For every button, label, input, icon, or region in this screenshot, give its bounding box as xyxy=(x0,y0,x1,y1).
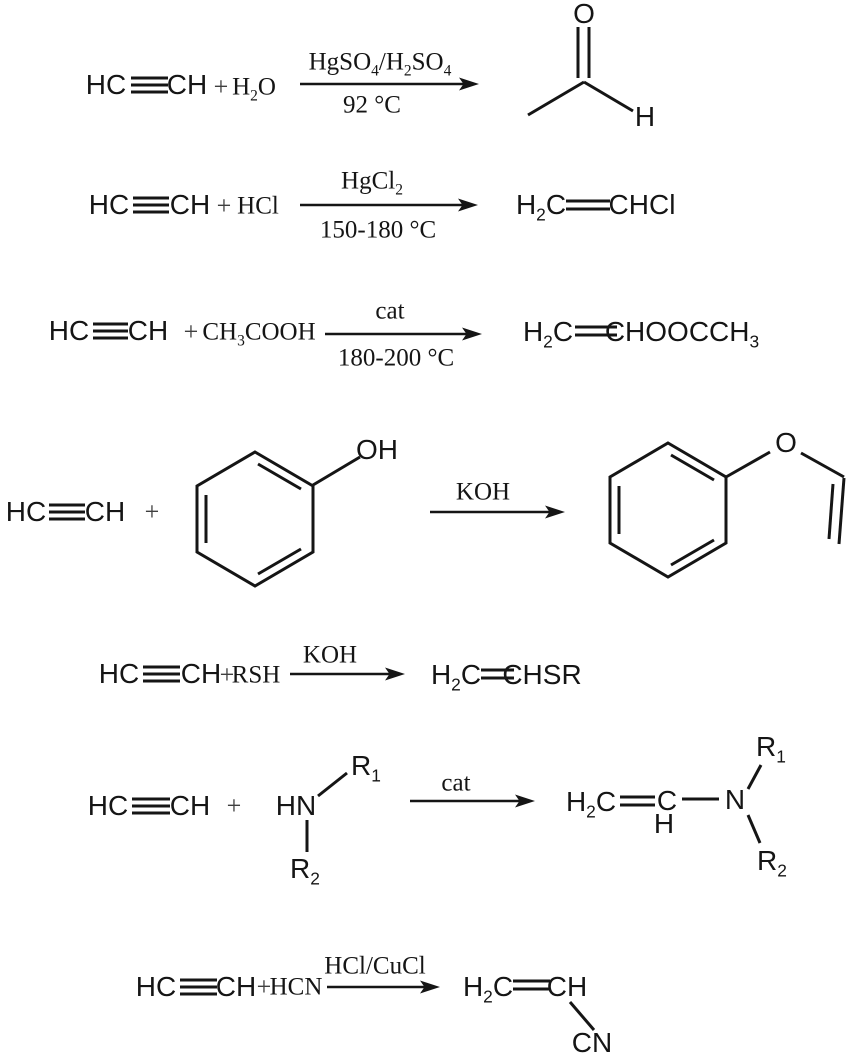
r4-product-ring-icon xyxy=(608,441,728,579)
r1-acetaldehyde-skeleton xyxy=(527,27,634,117)
r6-amine-bonds xyxy=(305,771,348,852)
r6-acetylene-left: HC xyxy=(87,790,129,821)
r6-reaction-arrow-icon xyxy=(410,794,535,808)
r7-acetylene-left: HC xyxy=(135,971,177,1002)
r6-product-n-label: N xyxy=(724,784,746,815)
r5-coreactant: RSH xyxy=(231,661,281,689)
r7-product-cn-label: CN xyxy=(571,1027,613,1057)
r4-acetylene-right: CH xyxy=(84,496,126,527)
r7-triple-bond-icon xyxy=(180,978,217,996)
r2-reaction-arrow-icon xyxy=(300,198,478,212)
r7-reaction-arrow-icon xyxy=(327,980,440,994)
r2-condition-above: HgCl2 xyxy=(341,167,403,199)
r6-triple-bond-icon xyxy=(132,797,170,815)
r1-coreactant: H2O xyxy=(232,73,276,105)
r4-reaction-arrow-icon xyxy=(430,505,565,519)
r4-vinyl-ether-bonds xyxy=(725,450,846,545)
r3-acetylene-left: HC xyxy=(48,315,90,346)
r1-acetylene-left: HC xyxy=(85,69,127,100)
r7-coreactant: HCN xyxy=(269,973,323,1001)
r2-triple-bond-icon xyxy=(133,196,169,214)
r4-plus-sign: + xyxy=(144,497,160,526)
r7-double-bond-icon xyxy=(513,979,550,991)
r6-amine-r2-label: R2 xyxy=(290,853,320,889)
r3-reaction-arrow-icon xyxy=(325,327,482,341)
r5-product-left: H2C xyxy=(430,659,482,695)
r7-condition-above: HCl/CuCl xyxy=(324,952,426,980)
r3-plus-sign: + xyxy=(183,317,199,346)
r1-product-oxygen-label: O xyxy=(573,0,595,29)
r6-amine-hn-label: HN xyxy=(275,790,317,821)
r5-acetylene-right: CH xyxy=(180,658,222,689)
r1-acetylene-right: CH xyxy=(166,69,208,100)
r3-double-bond-icon xyxy=(575,325,617,337)
r2-condition-below: 150-180 °C xyxy=(319,216,437,244)
r7-product-right: CH xyxy=(546,971,588,1002)
r5-condition-above: KOH xyxy=(302,641,358,669)
r6-amine-r1-label: R1 xyxy=(351,750,381,786)
r2-acetylene-right: CH xyxy=(169,189,211,220)
r6-acetylene-right: CH xyxy=(169,790,211,821)
r6-product-r1-label: R1 xyxy=(756,731,786,767)
r7-acetylene-right: CH xyxy=(215,971,257,1002)
r3-condition-below: 180-200 °C xyxy=(337,344,455,372)
r4-oh-bond xyxy=(312,455,361,487)
r5-plus-sign: + xyxy=(219,660,235,689)
r4-phenol-ring-icon xyxy=(195,450,315,588)
r1-condition-below: 92 °C xyxy=(343,91,401,119)
r1-plus-sign: + xyxy=(213,72,229,101)
r3-condition-above: cat xyxy=(375,297,405,325)
r3-acetylene-right: CH xyxy=(127,315,169,346)
r7-product-left: H2C xyxy=(462,971,514,1007)
r6-product-h-label: H xyxy=(653,808,675,839)
r2-acetylene-left: HC xyxy=(88,189,130,220)
r4-triple-bond-icon xyxy=(49,503,85,521)
r6-product-h2c-label: H2C xyxy=(565,786,617,822)
r5-reaction-arrow-icon xyxy=(290,667,405,681)
r7-cn-bond xyxy=(568,1001,596,1031)
r6-product-r2-label: R2 xyxy=(757,845,787,881)
r5-triple-bond-icon xyxy=(143,665,180,683)
r4-phenol-oh-label: OH xyxy=(356,434,398,465)
r1-reaction-arrow-icon xyxy=(300,77,479,91)
r2-plus-sign: + xyxy=(216,191,232,220)
r6-condition-above: cat xyxy=(441,769,471,797)
r3-coreactant: CH3COOH xyxy=(202,318,316,350)
r5-acetylene-left: HC xyxy=(98,658,140,689)
r7-plus-sign: + xyxy=(256,972,272,1001)
r2-product-left: H2C xyxy=(515,189,567,225)
r3-triple-bond-icon xyxy=(93,322,128,340)
r2-product-right: CHCl xyxy=(608,189,676,220)
r2-coreactant: HCl xyxy=(237,192,279,220)
r2-double-bond-icon xyxy=(566,199,610,211)
r4-product-oxygen-label: O xyxy=(775,427,797,458)
r1-condition-above: HgSO4/H2SO4 xyxy=(308,48,452,80)
r6-product-c-label: C xyxy=(656,785,678,816)
r4-acetylene-left: HC xyxy=(5,496,47,527)
r3-product-right: CHOOCCH3 xyxy=(604,316,760,352)
r5-double-bond-icon xyxy=(481,668,514,680)
r4-condition-above: KOH xyxy=(455,478,511,506)
r1-triple-bond-icon xyxy=(131,76,168,94)
r1-product-hydrogen-label: H xyxy=(634,101,656,132)
r6-double-bond-icon xyxy=(620,795,655,807)
r3-product-left: H2C xyxy=(522,316,574,352)
r5-product-right: CHSR xyxy=(502,659,582,690)
r6-plus-sign: + xyxy=(226,791,242,820)
r6-enamine-bonds xyxy=(682,764,763,844)
